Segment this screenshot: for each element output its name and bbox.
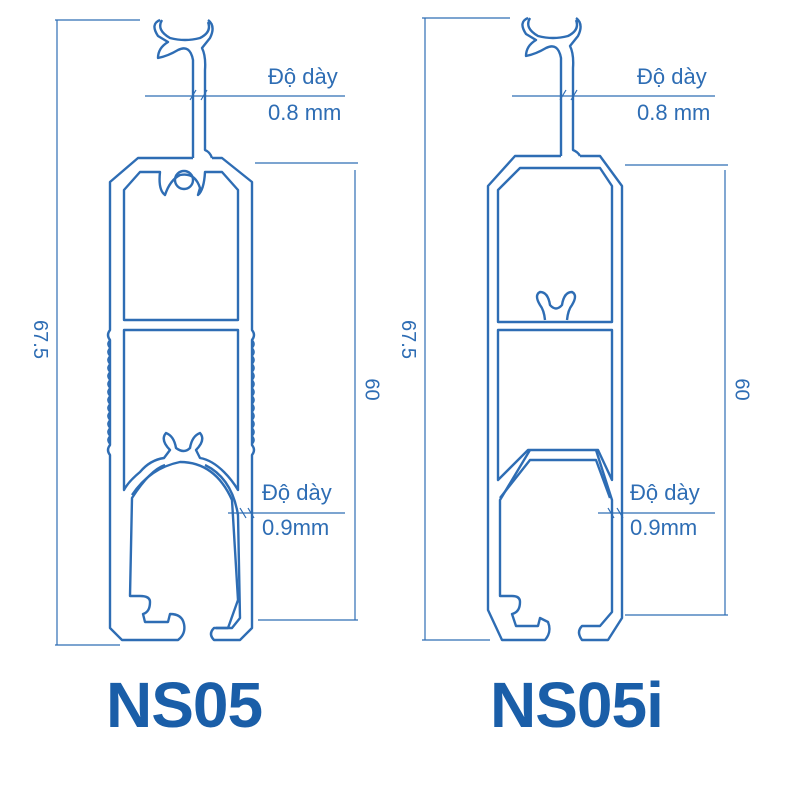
ns05-thickness-top-label: Độ dày	[268, 64, 338, 89]
ns05-dimension-lines	[55, 19, 358, 646]
ns05-body-height-dimension: 60	[360, 378, 383, 401]
ns05i-dimension-lines	[422, 17, 728, 641]
ns05i-thickness-bottom-label: Độ dày	[630, 480, 700, 505]
ns05i-body-height-dimension: 60	[730, 378, 753, 401]
ns05i-total-height-dimension: 67.5	[396, 320, 419, 359]
ns05i-thickness-top-label: Độ dày	[637, 64, 707, 89]
ns05-thickness-bottom-label: Độ dày	[262, 480, 332, 505]
ns05-thickness-top-value: 0.8 mm	[268, 100, 342, 125]
ns05-thickness-bottom-value: 0.9mm	[262, 515, 330, 540]
ns05i-title: NS05i	[490, 669, 664, 741]
ns05-profile-drawing	[55, 18, 358, 646]
ns05-total-height-dimension: 67.5	[28, 320, 51, 359]
ns05i-thickness-bottom-value: 0.9mm	[630, 515, 698, 540]
ns05-title: NS05	[106, 669, 263, 741]
ns05i-profile-drawing	[422, 16, 728, 642]
ns05i-thickness-top-value: 0.8 mm	[637, 100, 711, 125]
